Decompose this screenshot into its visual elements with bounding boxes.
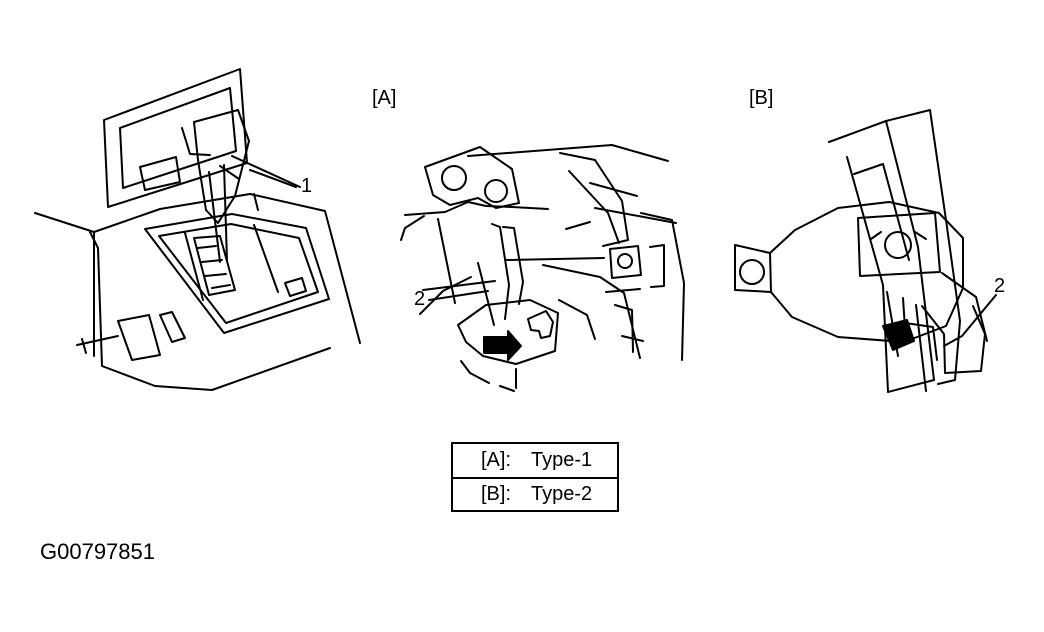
- legend-key: [A]:: [481, 449, 512, 471]
- type-legend: [A]: Type-1 [B]: Type-2: [451, 442, 619, 512]
- legend-row-type-2: [B]: Type-2: [453, 477, 617, 510]
- callout-2-type-2: 2: [994, 275, 1006, 297]
- shifter-console-drawing: [34, 68, 361, 391]
- callout-2-type-1: 2: [414, 288, 426, 310]
- callout-leader-2b: [943, 294, 997, 347]
- callout-leader-1: [249, 169, 297, 188]
- legend-row-type-1: [A]: Type-1: [453, 444, 617, 477]
- legend-key: [B]:: [481, 483, 512, 505]
- type-2-assembly-drawing: [734, 109, 988, 393]
- panel-a-label: [A]: [372, 87, 397, 109]
- callout-leader-2a: [428, 290, 489, 301]
- callout-1: 1: [301, 175, 313, 197]
- figure-id: G00797851: [40, 539, 155, 564]
- legend-value: Type-2: [531, 483, 593, 505]
- panel-b-label: [B]: [749, 87, 774, 109]
- type-1-assembly-drawing: [400, 144, 685, 392]
- legend-value: Type-1: [531, 449, 593, 471]
